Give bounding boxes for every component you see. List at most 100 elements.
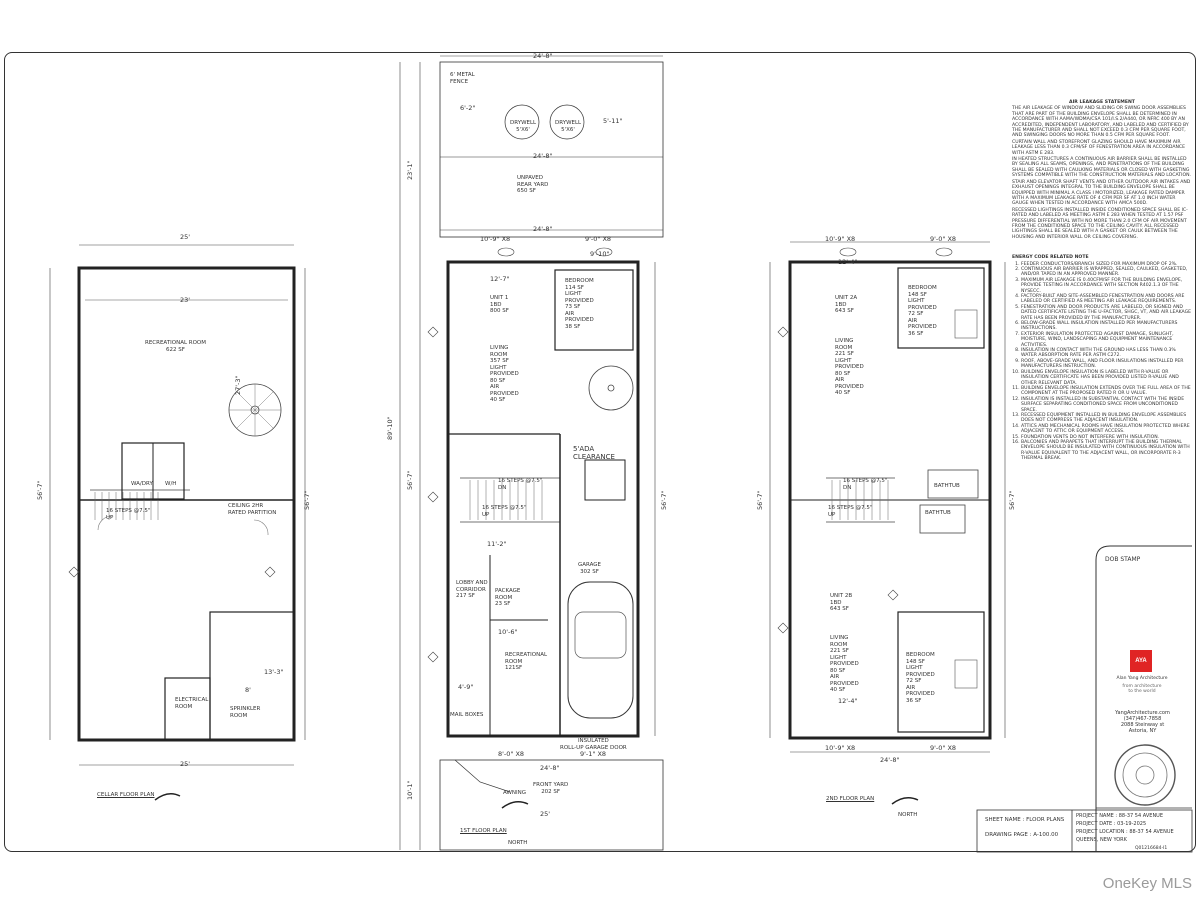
mls-watermark: OneKey MLS: [1102, 875, 1192, 892]
second-window-w2: 9'-0" X8: [930, 235, 957, 243]
firm-website: YangArchitecture.com: [1115, 710, 1170, 716]
energy-item: BALCONIES AND PARAPETS THAT INTERRUPT TH…: [1021, 440, 1192, 462]
dim-12-7: 12'-7": [490, 275, 510, 283]
firm-address-1: 2088 Steinway st: [1120, 722, 1165, 728]
title-block-lines: [976, 545, 1193, 853]
bathtub-2: BATHTUB: [925, 510, 951, 516]
energy-item: FENESTRATION AND DOOR PRODUCTS ARE LABEL…: [1021, 305, 1192, 321]
air-leakage-heading: AIR LEAKAGE STATEMENT: [1069, 100, 1135, 105]
cellar-water-heater: W/H: [165, 481, 177, 487]
sheet-name: SHEET NAME : FLOOR PLANS: [985, 817, 1065, 823]
ada-clearance: 5'ADA CLEARANCE: [573, 445, 615, 461]
first-north-arrow: NORTH: [508, 840, 528, 846]
cellar-plan-title: CELLAR FLOOR PLAN: [97, 792, 155, 798]
energy-item: BUILDING ENVELOPE INSULATION IS LABELED …: [1021, 370, 1192, 386]
awning: AWNING: [503, 790, 527, 796]
energy-item: RECESSED EQUIPMENT INSTALLED IN BUILDING…: [1021, 413, 1192, 424]
cellar-inner-width-dim: 23': [180, 296, 191, 304]
garage: GARAGE 302 SF: [578, 562, 602, 575]
second-width-dim: 24'-8": [880, 756, 900, 764]
second-bedroom-a: BEDROOM 148 SF LIGHT PROVIDED 72 SF AIR …: [908, 285, 937, 337]
cellar-sprinkler-dim: 8': [245, 686, 251, 694]
second-plan-lines: [769, 241, 1006, 805]
second-dim-12-4: 12'-4": [838, 258, 858, 266]
second-bedroom-b: BEDROOM 148 SF LIGHT PROVIDED 72 SF AIR …: [906, 652, 935, 704]
cellar-electrical-room: ELECTRICAL ROOM: [175, 697, 209, 710]
mail-boxes: MAIL BOXES: [450, 712, 484, 718]
dim-10-6: 10'-6": [498, 628, 518, 636]
cellar-floor-plan: 25' 23' 25' 56'-7" 56'-7" 27'-3" RECREAT…: [0, 0, 320, 860]
project-name: PROJECT NAME : 88-37 54 AVENUE: [1076, 813, 1163, 819]
cellar-sprinkler-room: SPRINKLER ROOM: [230, 706, 261, 719]
second-floor-plan: 10'-9" X8 9'-0" X8 12'-4" UNIT 2A 1BD 64…: [756, 235, 1016, 818]
cellar-stairs: 16 STEPS @7.5" UP: [106, 508, 151, 521]
dim-24-8-back: 24'-8": [533, 225, 553, 233]
first-plan-title: 1ST FLOOR PLAN: [460, 828, 507, 834]
metal-fence: 6' METAL FENCE: [450, 72, 475, 85]
dim-24-8-rear: 24'-8": [533, 152, 553, 160]
second-window-w2-bottom: 9'-0" X8: [930, 744, 957, 752]
unpaved-rear-yard: UNPAVED REAR YARD 650 SF: [517, 175, 549, 194]
dim-front-24-8: 24'-8": [540, 764, 560, 772]
project-location: PROJECT LOCATION : 88-37 54 AVENUE: [1076, 829, 1174, 835]
energy-code-heading: ENERGY CODE RELATED NOTE: [1012, 255, 1089, 261]
second-living-b: LIVING ROOM 221 SF LIGHT PROVIDED 80 SF …: [830, 635, 859, 693]
energy-item: FEEDER CONDUCTORS/BRANCH SIZED FOR MAXIM…: [1021, 262, 1192, 267]
door-dim-left: 8'-0" X8: [498, 750, 525, 758]
firm-phone: (347)467-7858: [1123, 716, 1162, 722]
package-room: PACKAGE ROOM 23 SF: [495, 588, 521, 607]
firm-address-2: Astoria, NY: [1128, 728, 1157, 734]
cellar-plan-lines: [49, 244, 306, 801]
door-dim-right: 9'-1" X8: [580, 750, 607, 758]
second-dim-12-4-bottom: 12'-4": [838, 697, 858, 705]
energy-item: INSULATION IN CONTACT WITH THE GROUND HA…: [1021, 348, 1192, 359]
notes-panel: AIR LEAKAGE STATEMENT THE AIR LEAKAGE OF…: [1012, 100, 1192, 462]
dob-number: Q01216684-I1: [1135, 846, 1168, 851]
first-window-w2: 9'-0" X8: [585, 235, 612, 243]
unit-1: UNIT 1 1BD 800 SF: [490, 295, 509, 314]
first-living-room: LIVING ROOM 357 SF LIGHT PROVIDED 80 SF …: [490, 345, 519, 403]
energy-item: INSULATION IS INSTALLED IN SUBSTANTIAL C…: [1021, 397, 1192, 413]
drawing-page: DRAWING PAGE : A-100.00: [985, 832, 1059, 838]
first-rec-room: RECREATIONAL ROOM 121SF: [505, 652, 548, 671]
firm-name: Alan Yang Architecture: [1116, 676, 1168, 681]
project-city: QUEENS, NEW YORK: [1076, 837, 1127, 843]
roll-up-door: INSULATED ROLL-UP GARAGE DOOR: [560, 738, 627, 751]
dim-front-25: 25': [540, 810, 551, 818]
first-stairs-down: 16 STEPS @7.5" DN: [498, 478, 543, 491]
air-note-5: RECESSED LIGHTINGS INSTALLED INSIDE COND…: [1012, 207, 1188, 240]
bathtub-1: BATHTUB: [934, 483, 960, 489]
dim-11-2: 11'-2": [487, 540, 507, 548]
first-plan-lines: [399, 55, 664, 851]
energy-item: EXTERIOR INSULATION PROTECTED AGAINST DA…: [1021, 332, 1192, 348]
first-window-w1: 10'-9" X8: [480, 235, 511, 243]
air-note-1: THE AIR LEAKAGE OF WINDOW AND SLIDING OR…: [1012, 106, 1189, 139]
cellar-bottom-width-dim: 25': [180, 760, 191, 768]
cellar-washer-dryer: WA/DRY: [131, 481, 153, 487]
dim-4-9: 4'-9": [458, 683, 474, 691]
first-stairs-up: 16 STEPS @7.5" UP: [482, 505, 527, 518]
project-date: PROJECT DATE : 03-19-2025: [1076, 821, 1147, 827]
cellar-ceiling-partition: CEILING 2HR RATED PARTITION: [228, 503, 277, 516]
energy-item: CONTINUOUS AIR BARRIER IS WRAPPED, SEALE…: [1021, 267, 1192, 278]
cellar-recreational-room: RECREATIONAL ROOM 622 SF: [145, 340, 206, 353]
second-stairs-up: 16 STEPS @7.5" UP: [828, 505, 873, 518]
air-note-4: STAIR AND ELEVATOR SHAFT VENTS AND OTHER…: [1012, 179, 1191, 207]
title-block: DOB STAMP AYA Alan Yang Architecture fro…: [976, 545, 1193, 853]
unit-2a: UNIT 2A 1BD 643 SF: [835, 295, 858, 314]
air-note-2: CURTAIN WALL AND STOREFRONT GLAZING SHOU…: [1012, 139, 1186, 156]
dob-stamp-label: DOB STAMP: [1105, 556, 1141, 563]
front-yard: FRONT YARD 202 SF: [533, 782, 569, 795]
energy-code-list: FEEDER CONDUCTORS/BRANCH SIZED FOR MAXIM…: [1012, 262, 1192, 462]
energy-item: FACTORY-BUILT AND SITE-ASSEMBLED FENESTR…: [1021, 294, 1192, 305]
drawing-sheet: [4, 52, 1196, 852]
lobby-corridor: LOBBY AND CORRIDOR 217 SF: [456, 580, 488, 599]
second-window-w1-bottom: 10'-9" X8: [825, 744, 856, 752]
dim-5-11: 5'-11": [603, 117, 623, 125]
second-living-a: LIVING ROOM 221 SF LIGHT PROVIDED 80 SF …: [835, 338, 864, 396]
firm-logo: AYA: [1130, 650, 1152, 672]
second-plan-title: 2ND FLOOR PLAN: [826, 796, 875, 802]
first-top-width-dim: 24'-8": [533, 52, 553, 60]
energy-item: ROOF, ABOVE-GRADE WALL, AND FLOOR INSULA…: [1021, 359, 1192, 370]
second-north-arrow: NORTH: [898, 812, 918, 818]
